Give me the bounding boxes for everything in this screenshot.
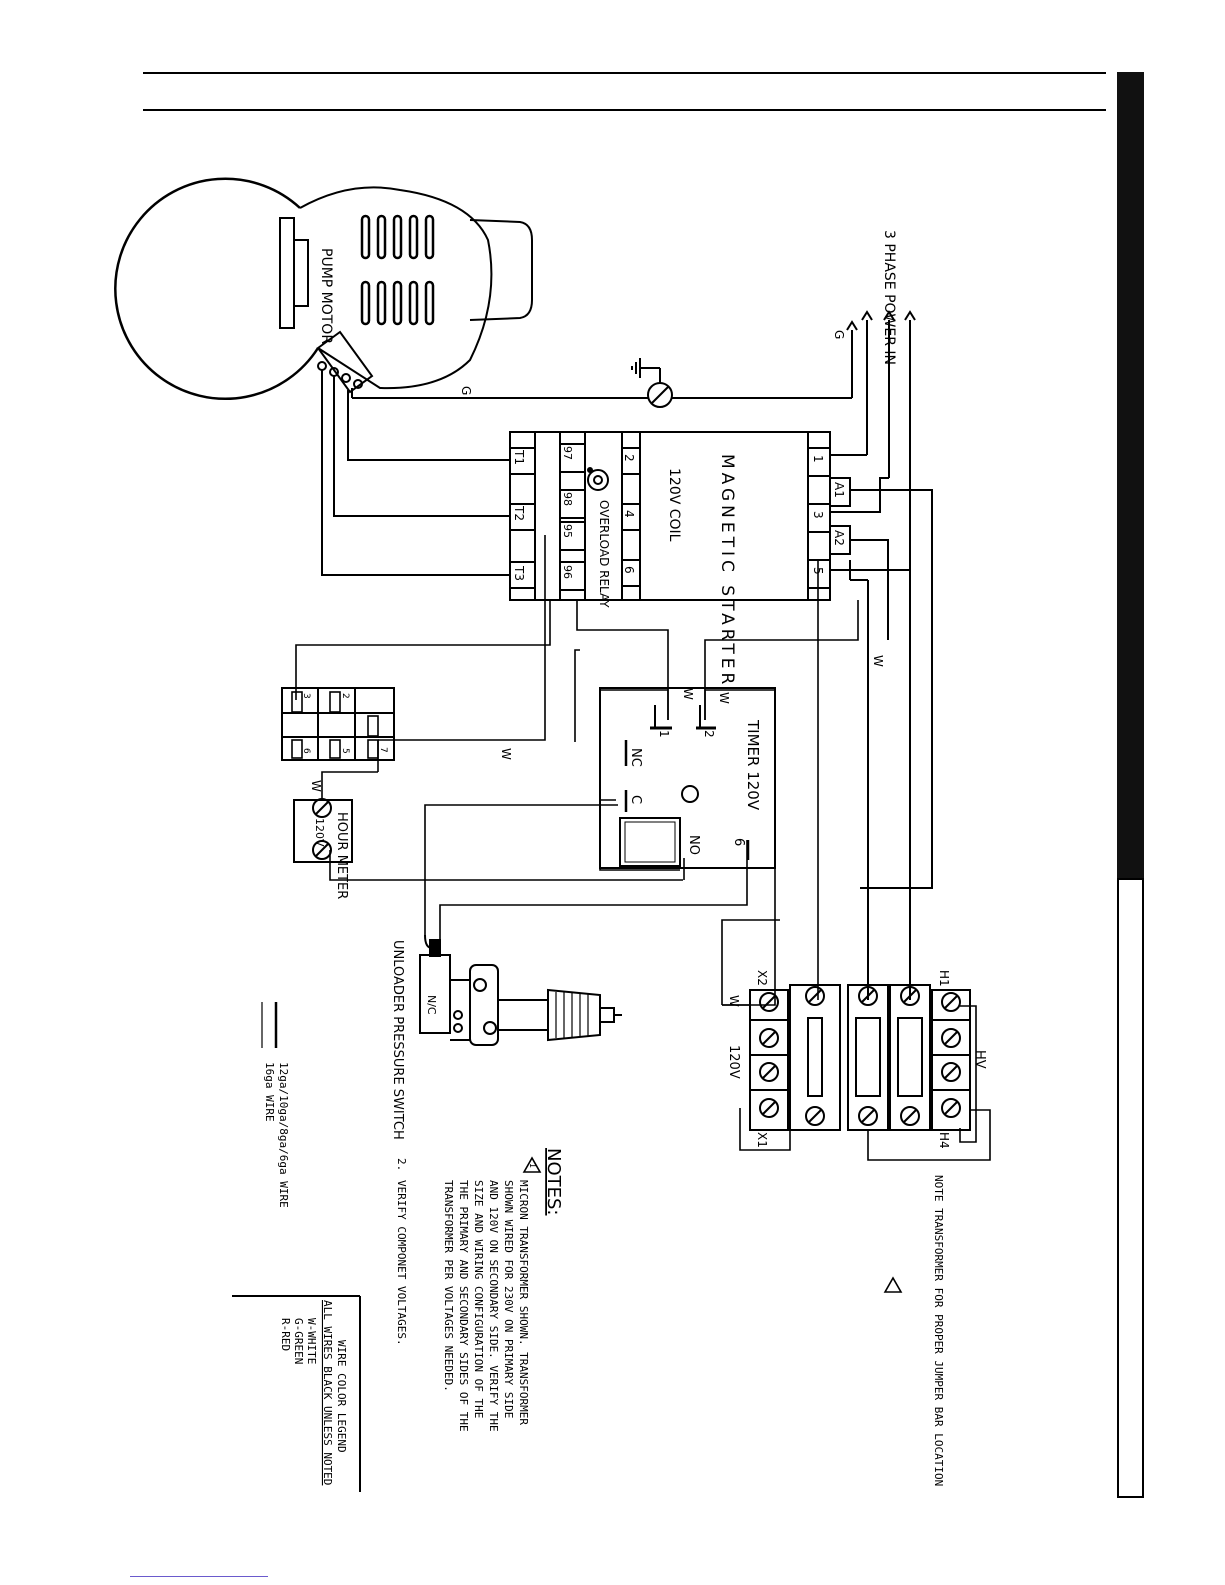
timer-terminal-1: 1: [657, 730, 671, 738]
wire-white-label-5: W: [309, 780, 323, 792]
transformer-hv-label: HV: [972, 1050, 987, 1069]
overload-relay-label: OVERLOAD RELAY: [597, 500, 611, 608]
notes-title: NOTES:: [543, 1148, 564, 1216]
wire-white-label-2: W: [681, 688, 695, 700]
timer-terminal-6: 6: [731, 838, 746, 846]
timer-terminal-2: 2: [702, 730, 716, 738]
note-1-line-5: THE PRIMARY AND SECONDARY SIDES OF THE: [457, 1180, 470, 1432]
unloader-nc-label: N/C: [425, 995, 438, 1015]
color-legend-title: WIRE COLOR LEGEND: [335, 1340, 348, 1453]
hour-meter-voltage: 120V: [313, 818, 326, 847]
note-1-marker: 1: [528, 1163, 537, 1168]
transformer: [722, 984, 991, 1161]
color-legend-red: R-RED: [279, 1318, 292, 1351]
terminal-4: 4: [622, 510, 636, 518]
header-rule-bottom: [143, 109, 1106, 111]
terminal-97: 97: [561, 446, 574, 460]
power-in-lines: [846, 310, 916, 560]
note-1-line-4: SIZE AND WIRING CONFIGURATION OF THE: [472, 1180, 485, 1418]
switch-terminal-3: 3: [301, 693, 311, 699]
line-legend: [261, 1002, 278, 1048]
terminal-t2: T2: [512, 505, 526, 521]
timer-terminal-no: NO: [686, 835, 701, 855]
header-rule-top: [143, 72, 1106, 74]
terminal-1: 1: [811, 455, 825, 463]
pump-motor-label: PUMP MOTOR: [318, 248, 334, 344]
color-legend-white: W-WHITE: [305, 1318, 318, 1364]
terminal-98: 98: [561, 492, 574, 506]
motor-wires: [321, 370, 510, 576]
note-2-text: VERIFY COMPONET VOLTAGES.: [395, 1180, 408, 1346]
terminal-t3: T3: [512, 565, 526, 581]
switch-terminal-2: 2: [340, 693, 350, 699]
side-tab-dark: [1117, 72, 1144, 878]
note-1-line-2: SHOWN WIRED FOR 230V ON PRIMARY SIDE: [502, 1180, 515, 1418]
line-legend-heavy: 12ga/10ga/8ga/6ga WIRE: [277, 1062, 290, 1208]
ground-terminal: [351, 358, 852, 408]
unloader-pressure-switch: [419, 934, 622, 1046]
switch-block: [281, 687, 395, 761]
timer-terminal-c: C: [628, 795, 643, 804]
transformer-x2: X2: [755, 970, 769, 986]
terminal-95: 95: [561, 524, 574, 538]
terminal-96: 96: [561, 565, 574, 579]
terminal-5: 5: [811, 567, 825, 575]
pump-motor: [114, 177, 533, 400]
timer-terminal-nc: NC: [628, 748, 643, 767]
ground-label-motor: G: [459, 386, 473, 395]
switch-terminal-7: 7: [378, 747, 388, 753]
color-legend-frame: [232, 1295, 361, 1492]
terminal-6: 6: [622, 566, 636, 574]
control-wires: [295, 535, 859, 1006]
note-1-line-1: MICRON TRANSFORMER SHOWN. TRANSFORMER: [517, 1180, 530, 1425]
transformer-h4: H4: [937, 1132, 951, 1149]
transformer-x1: X1: [755, 1132, 769, 1148]
terminal-2: 2: [622, 454, 636, 462]
line-wires: [830, 454, 933, 1000]
timer-title: TIMER 120V: [744, 719, 762, 811]
hour-meter-label: HOUR METER: [334, 812, 349, 899]
terminal-a2: A2: [832, 530, 846, 546]
footer-link[interactable]: [130, 1576, 268, 1577]
terminal-3: 3: [811, 511, 825, 519]
note-2-number: 2.: [395, 1158, 408, 1171]
magnetic-starter-label: MAGNETIC STARTER: [717, 454, 737, 688]
unloader-label: UNLOADER PRESSURE SWITCH: [390, 940, 405, 1140]
transformer-h1: H1: [937, 970, 951, 987]
coil-label: 120V COIL: [666, 468, 682, 542]
line-legend-light: 16ga WIRE: [263, 1062, 276, 1122]
switch-terminal-5: 5: [340, 748, 350, 754]
wire-white-label-6: W: [727, 995, 741, 1007]
side-tab-light: [1117, 878, 1144, 1498]
terminal-t1: T1: [512, 449, 526, 465]
ground-label-main: G: [832, 330, 846, 339]
transformer-120v-label: 120V: [726, 1045, 741, 1079]
note-1-line-3: AND 120V ON SECONDARY SIDE. VERIFY THE: [487, 1180, 500, 1432]
timer: [599, 687, 776, 880]
transformer-note: NOTE TRANSFORMER FOR PROPER JUMPER BAR L…: [932, 1175, 945, 1486]
wire-white-label-4: W: [499, 748, 513, 760]
note-1-line-6: TRANSFORMER PER VOLTAGES NEEDED.: [442, 1180, 455, 1392]
hour-meter: [293, 798, 353, 863]
wire-white-label-3: W: [717, 692, 731, 704]
terminal-a1: A1: [832, 482, 846, 498]
power-in-label: 3 PHASE POWER IN: [881, 230, 897, 365]
color-legend-subtitle: ALL WIRES BLACK UNLESS NOTED: [321, 1300, 334, 1485]
color-legend-green: G-GREEN: [292, 1318, 305, 1364]
switch-terminal-6: 6: [301, 748, 311, 754]
wire-white-label-1: W: [871, 655, 885, 667]
